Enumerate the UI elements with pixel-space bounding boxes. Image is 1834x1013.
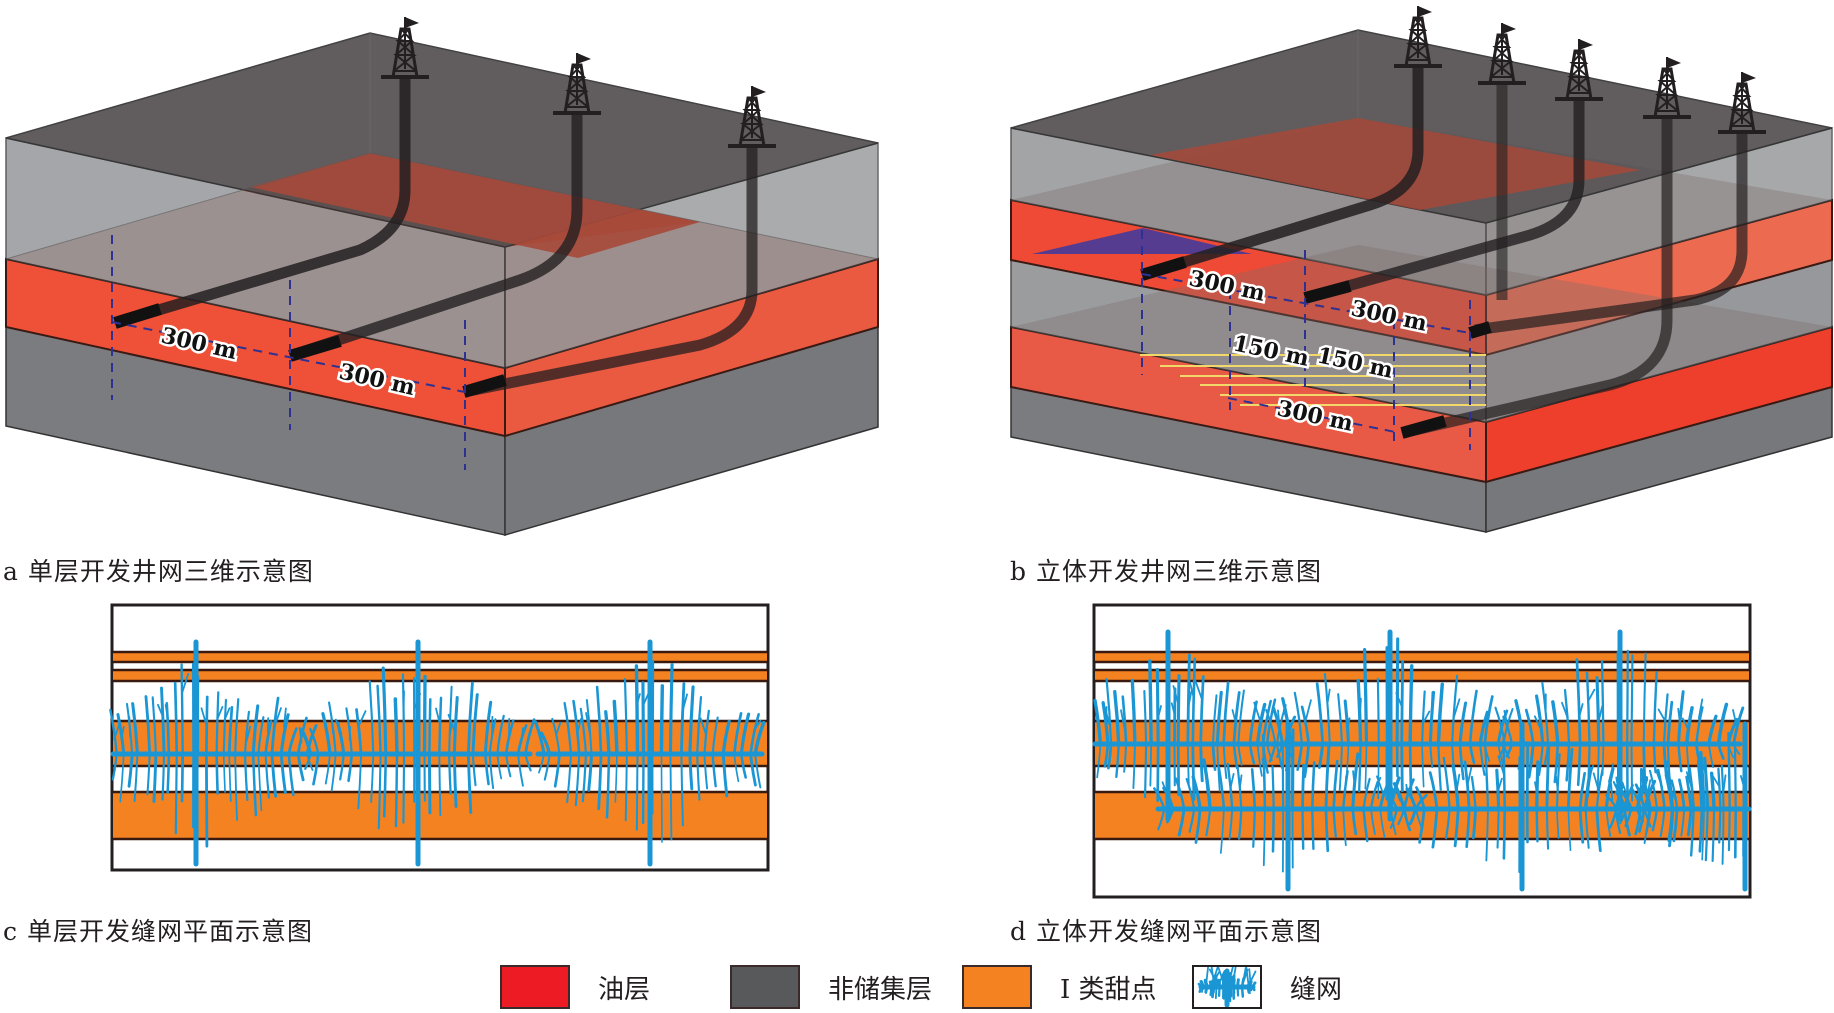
b-top-face-red-window [1150,118,1640,210]
panel-a-3d-block [5,32,879,536]
b-well-5 [1474,134,1748,336]
sweet-spot-band [1095,670,1749,681]
legend-label-sweet-spot: I 类甜点 [1060,974,1157,1005]
fracture-network-icon [1197,967,1257,1007]
b-well-3 [1303,101,1585,304]
legend-item-non-reservoir: 非储集层 [730,965,932,1009]
legend-item-sweet-spot: I 类甜点 [962,965,1157,1009]
caption-panel-a: a 单层开发井网三维示意图 [3,557,314,586]
panel-a-wells [113,15,778,398]
sweet-spot-band [113,670,767,681]
non-reservoir-swatch [730,965,800,1009]
fracture-network [109,639,318,867]
panel-b-spacing [1141,230,1471,450]
fracture-network-swatch [1192,965,1262,1009]
panel-c-plan [109,603,770,872]
legend-item-oil-layer: 油层 [500,965,650,1009]
sweet-spot-band [1095,652,1749,662]
fracture-network [1605,721,1752,892]
a-top-face-red-window [250,153,700,258]
caption-panel-d: d 立体开发缝网平面示意图 [1010,917,1322,946]
legend-label-oil-layer: 油层 [598,974,651,1005]
legend-label-fracture-network: 缝网 [1290,974,1343,1005]
caption-panel-b: b 立体开发井网三维示意图 [1010,557,1322,586]
caption-panel-c: c 单层开发缝网平面示意图 [3,917,313,946]
oil-layer-swatch [500,965,570,1009]
sweet-spot-band [113,652,767,662]
b-well-1 [1140,68,1424,281]
a-top-face [5,32,879,248]
a-well-2 [288,115,583,362]
fracture-network [1153,721,1428,892]
b-well-4 [1400,119,1673,439]
sweet-spot-swatch [962,965,1032,1009]
fracture-network [1197,967,1257,1007]
fracture-network [533,639,766,867]
panel-a-spacing [111,235,466,470]
a-well-1 [113,79,411,329]
legend-item-fracture-network: 缝网 [1192,965,1342,1009]
b-yellow-fracture-lines [1140,354,1486,406]
panel-b-wells [1140,4,1768,439]
legend-label-non-reservoir: 非储集层 [828,974,933,1005]
fracture-network [300,639,536,867]
b-blue-wedge [1032,228,1252,254]
a-well-3 [462,148,758,398]
panel-d-plan [1092,603,1752,899]
